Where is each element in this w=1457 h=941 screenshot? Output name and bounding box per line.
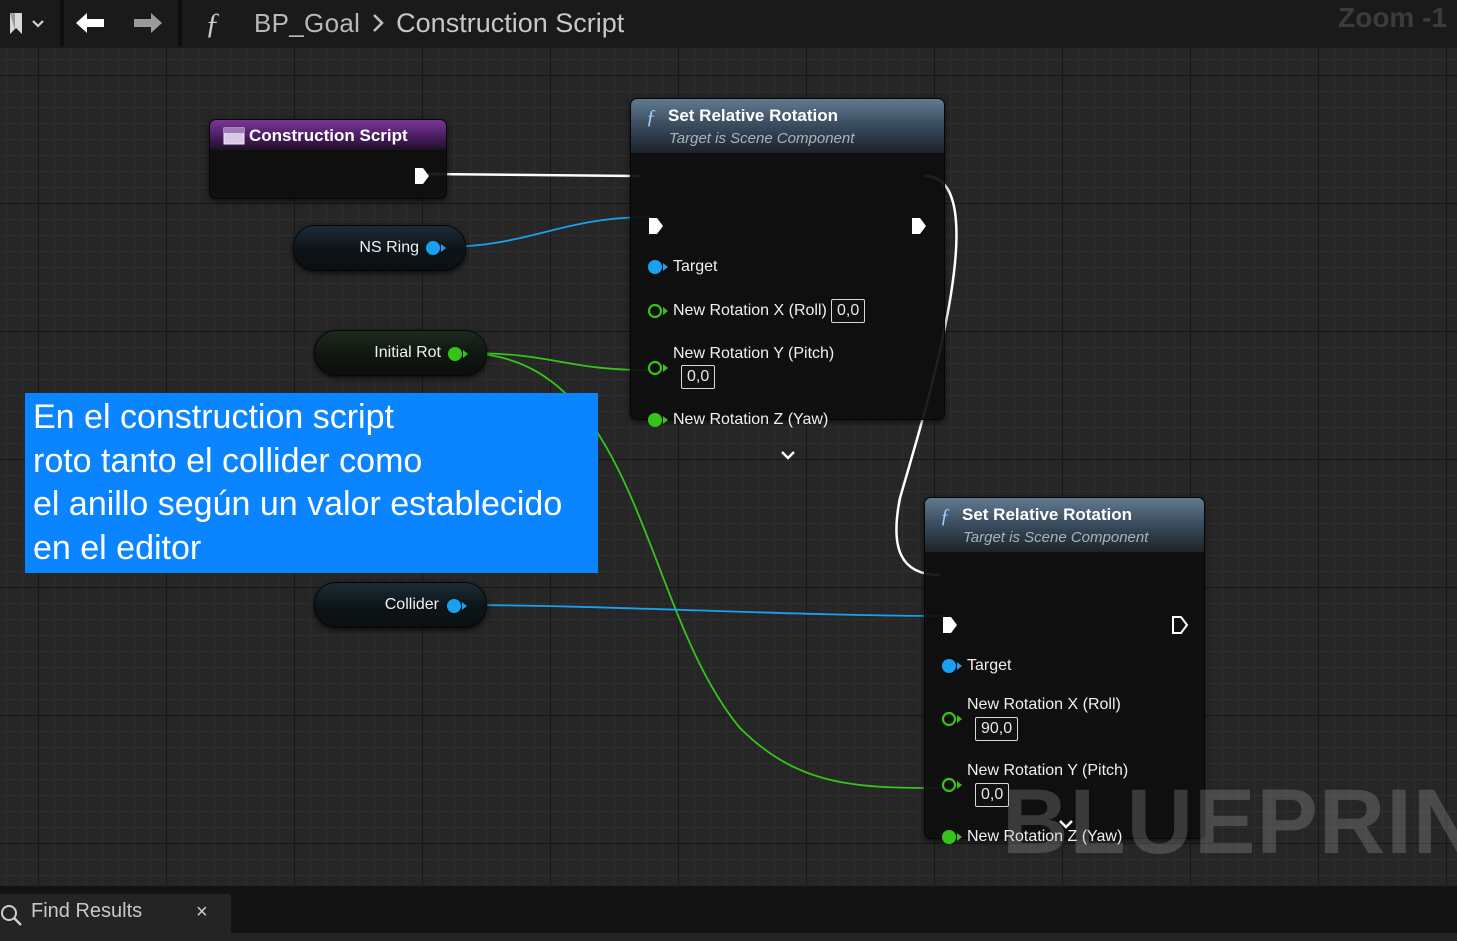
svg-text:ƒ: ƒ <box>205 7 220 40</box>
exec-wire-set1-to-set2 <box>895 174 958 577</box>
object-pin[interactable] <box>425 239 447 257</box>
float-pin[interactable] <box>941 828 963 846</box>
search-icon <box>1 905 22 926</box>
float-pin-empty[interactable] <box>647 302 669 320</box>
rotation-x-input[interactable]: 0,0 <box>831 299 866 323</box>
target-label: Target <box>673 258 718 275</box>
chevron-right-icon <box>373 14 385 32</box>
float-pin-empty[interactable] <box>941 776 963 794</box>
svg-text:ƒ: ƒ <box>940 505 950 526</box>
breadcrumb-root[interactable]: BP_Goal <box>254 7 361 38</box>
chevron-down-icon[interactable] <box>779 449 797 461</box>
toolbar-divider <box>60 0 64 46</box>
breadcrumb: ƒ BP_Goal Construction Script <box>200 0 624 46</box>
zoom-level: Zoom -1 <box>1338 2 1447 33</box>
node-header <box>925 498 1204 552</box>
rotation-y-label: New Rotation Y (Pitch) <box>967 762 1129 779</box>
float-pin[interactable] <box>647 411 669 429</box>
forward-button[interactable] <box>130 0 166 46</box>
node-header <box>210 120 446 150</box>
object-pin[interactable] <box>446 597 468 615</box>
arrow-left-icon <box>76 13 104 33</box>
svg-text:ƒ: ƒ <box>646 106 656 127</box>
variable-label: NS Ring <box>359 239 419 256</box>
annotation-note: En el construction script roto tanto el … <box>25 393 598 573</box>
initial-rot-variable-node[interactable]: Initial Rot <box>314 330 487 376</box>
node-title: Set Relative Rotation <box>668 106 839 125</box>
function-icon: ƒ <box>205 7 220 40</box>
exec-wire-entry-to-set1 <box>427 172 641 178</box>
exec-in-pin[interactable] <box>647 216 665 236</box>
find-results-label: Find Results <box>31 900 143 922</box>
bottom-panel: Find Results × <box>0 886 1457 941</box>
node-header <box>631 99 944 153</box>
exec-out-pin[interactable] <box>413 166 431 186</box>
toolbar-divider <box>178 0 182 46</box>
blueprint-watermark: BLUEPRINT <box>1002 771 1457 873</box>
bookmark-icon <box>10 13 44 34</box>
graph-canvas[interactable]: Construction Script NS Ring Initial Rot … <box>0 48 1457 886</box>
object-wire-collider-to-set2 <box>461 604 946 617</box>
float-pin-empty[interactable] <box>941 710 963 728</box>
breadcrumb-current: Construction Script <box>396 7 625 38</box>
variable-label: Initial Rot <box>374 344 441 361</box>
object-pin[interactable] <box>647 258 669 276</box>
toolbar: ƒ BP_Goal Construction Script Zoom -1 <box>0 0 1457 49</box>
float-pin-empty[interactable] <box>647 359 669 377</box>
function-icon: ƒ <box>940 505 950 526</box>
rotation-y-label: New Rotation Y (Pitch) <box>673 345 835 362</box>
set-relative-rotation-node-1[interactable]: ƒ Set Relative Rotation Target is Scene … <box>630 98 945 460</box>
arrow-right-icon <box>134 13 162 33</box>
rotation-z-label: New Rotation Z (Yaw) <box>673 411 829 428</box>
node-subtitle: Target is Scene Component <box>963 529 1149 546</box>
target-label: Target <box>967 657 1012 674</box>
back-button[interactable] <box>72 0 108 46</box>
set-relative-rotation-node-2[interactable]: ƒ Set Relative Rotation Target is Scene … <box>924 497 1205 845</box>
exec-out-pin-empty[interactable] <box>1171 615 1189 635</box>
bookmark-button[interactable] <box>6 0 46 46</box>
float-wire-initrot-to-set1 <box>462 352 651 371</box>
rotation-y-input[interactable]: 0,0 <box>681 365 716 389</box>
variable-label: Collider <box>384 596 439 613</box>
node-subtitle: Target is Scene Component <box>669 130 855 147</box>
float-pin[interactable] <box>447 345 469 363</box>
chevron-down-icon[interactable] <box>1057 818 1075 830</box>
rotation-y-input[interactable]: 0,0 <box>975 783 1010 807</box>
chevron-down-icon <box>32 20 44 28</box>
function-icon: ƒ <box>646 106 656 127</box>
rotation-z-label: New Rotation Z (Yaw) <box>967 828 1123 845</box>
close-icon[interactable]: × <box>196 901 208 923</box>
rotation-x-label: New Rotation X (Roll) <box>967 696 1121 713</box>
exec-in-pin[interactable] <box>941 615 959 635</box>
exec-out-pin[interactable] <box>910 216 928 236</box>
rotation-x-label: New Rotation X (Roll) <box>673 302 827 319</box>
ns-ring-variable-node[interactable]: NS Ring <box>293 225 466 271</box>
collider-variable-node[interactable]: Collider <box>314 582 487 628</box>
rotation-x-input[interactable]: 90,0 <box>975 717 1019 741</box>
object-wire-nsring-to-set1 <box>441 216 651 248</box>
panel-strip <box>0 933 1457 941</box>
construction-script-node[interactable]: Construction Script <box>209 119 447 199</box>
node-title: Construction Script <box>249 126 408 145</box>
node-title: Set Relative Rotation <box>962 505 1133 524</box>
event-icon <box>223 127 245 145</box>
object-pin[interactable] <box>941 657 963 675</box>
